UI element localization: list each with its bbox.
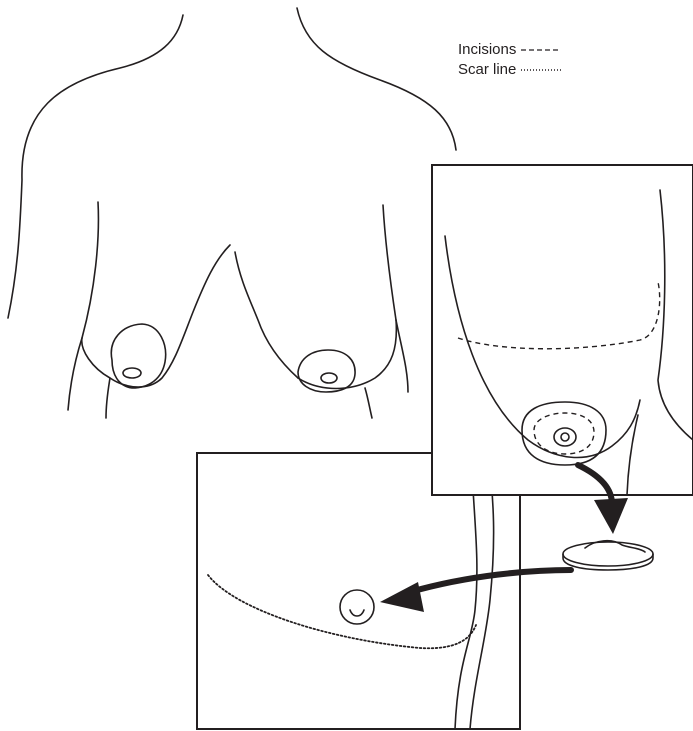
removed-tissue-disc	[563, 541, 653, 570]
legend-incisions: Incisions	[458, 40, 562, 60]
legend: Incisions Scar line	[458, 40, 562, 80]
legend-incisions-label: Incisions	[458, 40, 516, 60]
torso-figure	[8, 8, 456, 418]
legend-scar-label: Scar line	[458, 60, 516, 80]
dotted-line-icon	[520, 66, 562, 74]
legend-scar: Scar line	[458, 60, 562, 80]
dashed-line-icon	[520, 46, 562, 54]
incision-inset	[432, 165, 693, 495]
